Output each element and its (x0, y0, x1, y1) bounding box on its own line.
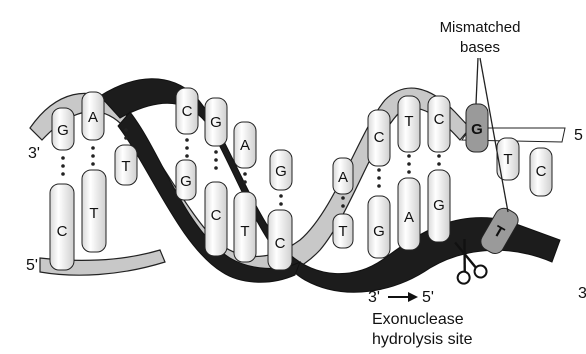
svg-text:G: G (57, 122, 69, 139)
upper-base-T1: T (115, 145, 137, 185)
svg-text:C: C (434, 111, 445, 128)
mismatched-base-G: G (466, 104, 488, 152)
lower-base-C2: C (205, 182, 227, 256)
svg-text:A: A (404, 209, 414, 226)
lower-base-T3: T (333, 214, 353, 248)
svg-text:G: G (433, 197, 445, 214)
svg-text:T: T (503, 151, 512, 168)
svg-text:C: C (275, 235, 286, 252)
svg-text:G: G (210, 114, 222, 131)
strand-end-left-bottom: 5' (26, 257, 38, 274)
strand-end-right-top: 5 (574, 127, 583, 144)
upper-base-G1: G (52, 108, 74, 150)
svg-text:C: C (374, 129, 385, 146)
lower-base-C3: C (268, 210, 292, 270)
exonuclease-label-line1: Exonuclease (372, 311, 464, 328)
upper-base-T2: T (398, 96, 420, 152)
svg-text:C: C (211, 207, 222, 224)
mismatch-label-line2: bases (460, 39, 500, 56)
lower-base-A1: A (398, 178, 420, 250)
direction-from: 3' (368, 289, 380, 306)
lower-base-T1: T (82, 170, 106, 252)
strand-end-left-top: 3' (28, 145, 40, 162)
upper-base-C1: C (176, 88, 198, 134)
lower-base-T2: T (234, 192, 256, 262)
svg-text:T: T (338, 223, 347, 240)
upper-base-C4: C (530, 148, 552, 196)
svg-text:G: G (373, 223, 385, 240)
svg-text:G: G (180, 173, 192, 190)
svg-text:T: T (121, 158, 130, 175)
upper-base-C3: C (428, 96, 450, 152)
upper-base-G3: G (270, 150, 292, 190)
upper-base-G2: G (205, 98, 227, 146)
upper-base-A3: A (333, 158, 353, 194)
upper-base-C2: C (368, 110, 390, 166)
svg-text:A: A (240, 137, 250, 154)
mismatch-label-line1: Mismatched (440, 19, 521, 36)
strand-end-right-bottom: 3 (578, 285, 586, 302)
ho-end-label: HO (508, 306, 532, 333)
svg-text:G: G (275, 163, 287, 180)
upper-base-A1: A (82, 92, 104, 140)
lower-base-C1: C (50, 184, 74, 270)
direction-arrow (388, 292, 418, 302)
svg-text:G: G (471, 121, 483, 138)
svg-text:C: C (57, 223, 68, 240)
svg-text:A: A (88, 109, 98, 126)
upper-base-A2: A (234, 122, 256, 168)
svg-text:T: T (240, 223, 249, 240)
svg-text:C: C (182, 103, 193, 120)
svg-text:T: T (404, 113, 413, 130)
lower-base-G2: G (368, 196, 390, 258)
svg-text:C: C (536, 163, 547, 180)
direction-to: 5' (422, 289, 434, 306)
lower-base-G3: G (428, 170, 450, 242)
lower-base-G1: G (176, 160, 196, 200)
svg-text:A: A (338, 169, 348, 186)
exonuclease-label-line2: hydrolysis site (372, 331, 473, 348)
svg-text:T: T (89, 205, 98, 222)
upper-base-T3: T (497, 138, 519, 180)
